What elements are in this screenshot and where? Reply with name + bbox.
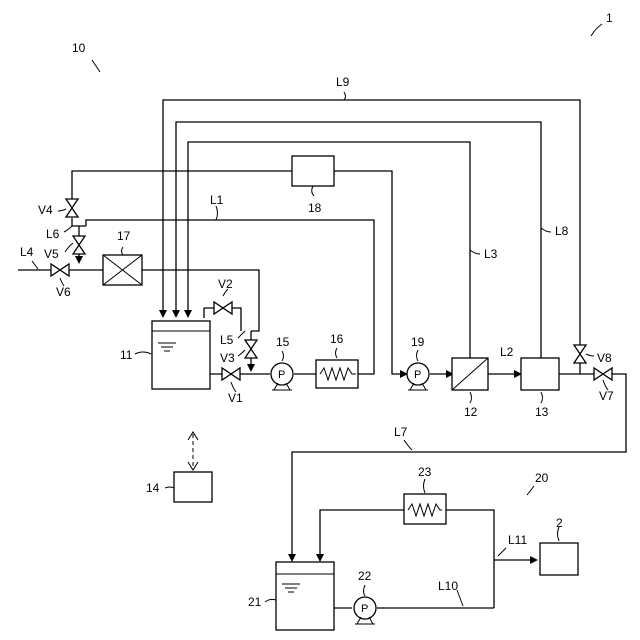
arrow-return-into-21 <box>316 554 324 562</box>
label-15: 15 <box>276 335 290 349</box>
unit-14 <box>174 472 212 502</box>
label-V4: V4 <box>38 203 53 217</box>
label-L6: L6 <box>46 227 60 241</box>
label-V2: V2 <box>218 277 233 291</box>
label-V1: V1 <box>228 391 243 405</box>
valve-V7 <box>594 368 612 380</box>
line-18-return <box>334 171 404 374</box>
valve-V2 <box>214 302 232 314</box>
label-L9: L9 <box>336 75 350 89</box>
line-L6 <box>72 171 292 199</box>
line-23-out <box>446 510 494 608</box>
arrow-V5-down <box>75 256 83 264</box>
pump-15-label: P <box>278 369 285 381</box>
label-V8: V8 <box>597 351 612 365</box>
label-V5: V5 <box>44 247 59 261</box>
label-L8: L8 <box>555 224 569 238</box>
line-L8 <box>176 122 541 358</box>
label-L4: L4 <box>20 245 34 259</box>
pump-22-label: P <box>361 603 368 615</box>
label-L10: L10 <box>438 579 458 593</box>
label-11: 11 <box>120 348 133 362</box>
label-L5: L5 <box>220 333 234 347</box>
label-2: 2 <box>556 516 563 530</box>
valve-V6 <box>51 264 69 276</box>
label-22: 22 <box>358 569 372 583</box>
unit-2 <box>540 543 578 575</box>
label-sys-10: 10 <box>72 41 86 55</box>
arrow-L8-into-11 <box>172 310 180 318</box>
arrow-L11 <box>530 556 538 564</box>
label-21: 21 <box>248 595 262 609</box>
label-17: 17 <box>117 229 131 243</box>
label-18: 18 <box>308 201 322 215</box>
label-L11: L11 <box>508 533 527 547</box>
line-V5 <box>72 218 86 226</box>
valve-V8 <box>574 345 586 363</box>
label-13: 13 <box>535 405 549 419</box>
arrow-L9-into-11 <box>159 310 167 318</box>
label-14: 14 <box>146 481 160 495</box>
label-L7: L7 <box>394 425 408 439</box>
label-sys-20: 20 <box>535 471 549 485</box>
label-V7: V7 <box>599 389 614 403</box>
tank-21 <box>276 562 334 630</box>
valve-V4 <box>66 199 78 217</box>
valve-V5 <box>73 236 85 254</box>
label-23: 23 <box>418 465 432 479</box>
label-12: 12 <box>464 405 478 419</box>
label-V3: V3 <box>220 351 235 365</box>
label-L2: L2 <box>500 345 514 359</box>
unit-13 <box>521 358 559 390</box>
label-16: 16 <box>330 332 344 346</box>
pump-19-label: P <box>414 369 421 381</box>
arrow-L3-into-11 <box>184 310 192 318</box>
label-V6: V6 <box>56 285 71 299</box>
arrow-L7-into-21 <box>288 554 296 562</box>
label-L1: L1 <box>210 193 224 207</box>
label-L3: L3 <box>484 247 498 261</box>
label-19: 19 <box>411 335 425 349</box>
arrow-L5-into-pump <box>247 364 255 372</box>
line-13-out <box>292 374 626 558</box>
line-23-return <box>320 510 404 558</box>
label-sys-1: 1 <box>606 11 613 25</box>
unit-18 <box>292 156 334 186</box>
valve-V3 <box>245 340 257 358</box>
valve-V1 <box>222 368 240 380</box>
